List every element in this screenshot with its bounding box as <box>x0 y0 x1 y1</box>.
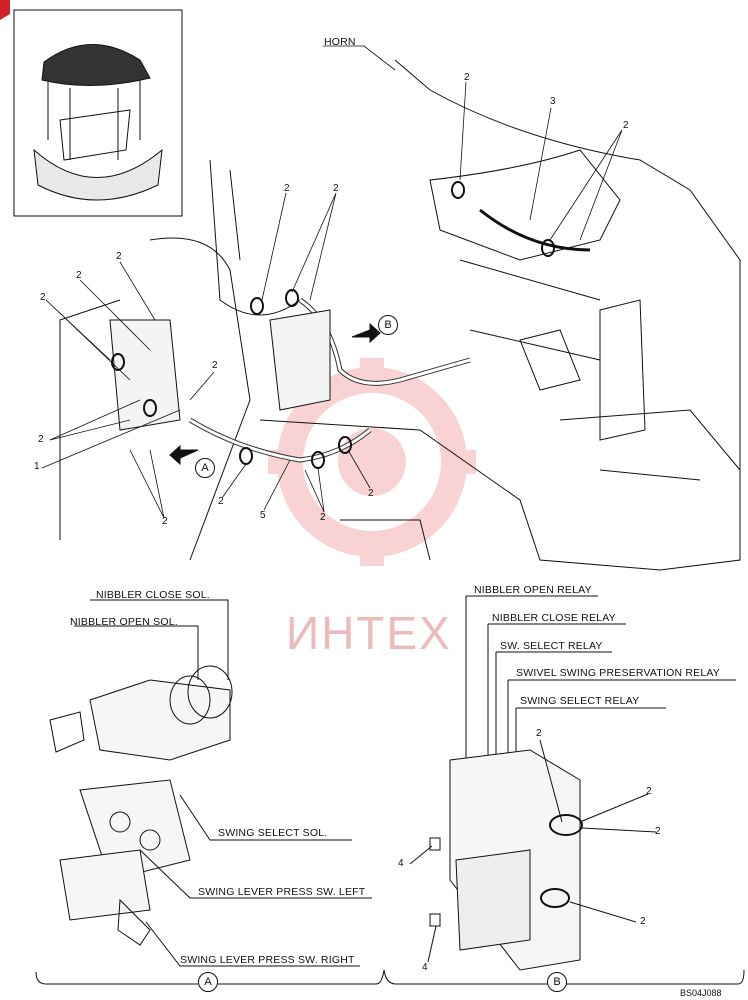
callout-4: 4 <box>422 962 428 973</box>
callout-2: 2 <box>40 292 46 303</box>
callout-3: 3 <box>550 96 556 107</box>
label-sw-select-relay: SW. SELECT RELAY <box>500 640 603 652</box>
label-horn: HORN <box>324 36 356 48</box>
callout-2: 2 <box>333 183 339 194</box>
view-marker-b: B <box>378 315 398 335</box>
view-label-b: B <box>547 972 567 992</box>
label-swing-lever-left: SWING LEVER PRESS SW. LEFT <box>198 886 366 898</box>
callout-2: 2 <box>284 183 290 194</box>
callout-2: 2 <box>212 360 218 371</box>
callout-2: 2 <box>218 496 224 507</box>
view-marker-a: A <box>195 458 215 478</box>
callout-2: 2 <box>655 826 661 837</box>
watermark-text: ИНТЕХ <box>286 607 452 659</box>
callout-2: 2 <box>368 488 374 499</box>
view-label-a: A <box>198 972 218 992</box>
label-nibbler-close-sol: NIBBLER CLOSE SOL. <box>96 589 210 601</box>
callout-2: 2 <box>536 728 542 739</box>
callout-2: 2 <box>76 270 82 281</box>
callout-2: 2 <box>464 72 470 83</box>
label-swivel-relay: SWIVEL SWING PRESERVATION RELAY <box>516 667 720 679</box>
callout-2: 2 <box>116 251 122 262</box>
label-nibbler-open-sol: NIBBLER OPEN SOL. <box>70 616 178 628</box>
label-nibbler-close-relay: NIBBLER CLOSE RELAY <box>492 612 616 624</box>
callout-1: 1 <box>34 461 40 472</box>
callout-4: 4 <box>398 858 404 869</box>
callout-2: 2 <box>646 786 652 797</box>
inset-frame <box>13 9 183 217</box>
callout-2: 2 <box>623 120 629 131</box>
callout-2: 2 <box>38 434 44 445</box>
callout-2: 2 <box>640 916 646 927</box>
label-swing-lever-right: SWING LEVER PRESS SW. RIGHT <box>180 954 355 966</box>
watermark-gear <box>268 358 476 566</box>
callout-2: 2 <box>320 512 326 523</box>
label-swing-select-relay: SWING SELECT RELAY <box>520 695 640 707</box>
label-swing-select-sol: SWING SELECT SOL. <box>218 827 328 839</box>
callout-5: 5 <box>260 510 266 521</box>
callout-2: 2 <box>162 516 168 527</box>
label-nibbler-open-relay: NIBBLER OPEN RELAY <box>474 584 592 596</box>
drawing-code: BS04J088 <box>680 988 722 998</box>
